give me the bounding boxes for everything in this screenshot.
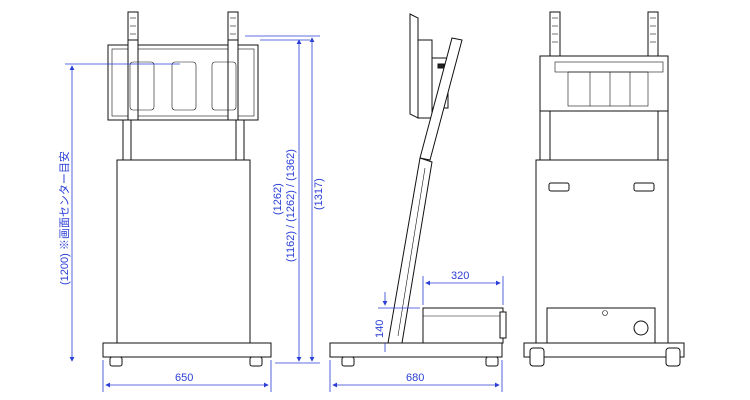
rear-caster-right [665,347,681,367]
dim-side-tray-height: 140 [374,320,386,338]
rear-base [523,342,685,358]
dim-front-total-height: (1317) [313,178,325,210]
front-view [102,11,272,367]
side-tray [422,307,504,344]
rear-vesa-rail-left [549,11,561,61]
front-base [102,342,272,358]
rear-caster-left [529,347,545,367]
side-view [329,13,507,367]
dim-front-center-height: (1200) ※画面センター目安 [57,151,71,285]
rear-pole-right [657,110,669,161]
side-caster-front [341,356,355,367]
dim-side-depth: 680 [406,372,424,384]
rear-view [523,11,685,367]
front-caster-left [109,356,123,367]
dim-front-height-a: (1262) [272,183,284,215]
rear-mount-frame [539,55,669,112]
rear-pole-left [539,110,551,161]
side-pole [419,37,463,161]
front-dimensions [65,35,320,392]
front-cabinet [116,159,251,344]
rear-cable-port [633,320,649,336]
front-caster-right [249,356,263,367]
dim-front-width: 650 [175,372,193,384]
rear-handle-right [633,182,655,192]
dim-side-tray-depth: 320 [451,270,469,282]
rear-vesa-rail-right [647,11,659,61]
dim-front-height-b: (1162) / (1262) / (1362) [285,149,297,262]
front-pole-right [235,119,245,161]
front-pole-left [122,119,132,161]
side-dimensions [329,276,504,392]
side-display [409,13,419,119]
side-caster-rear [485,356,499,367]
side-base [329,342,503,358]
rear-handle-left [548,182,570,192]
